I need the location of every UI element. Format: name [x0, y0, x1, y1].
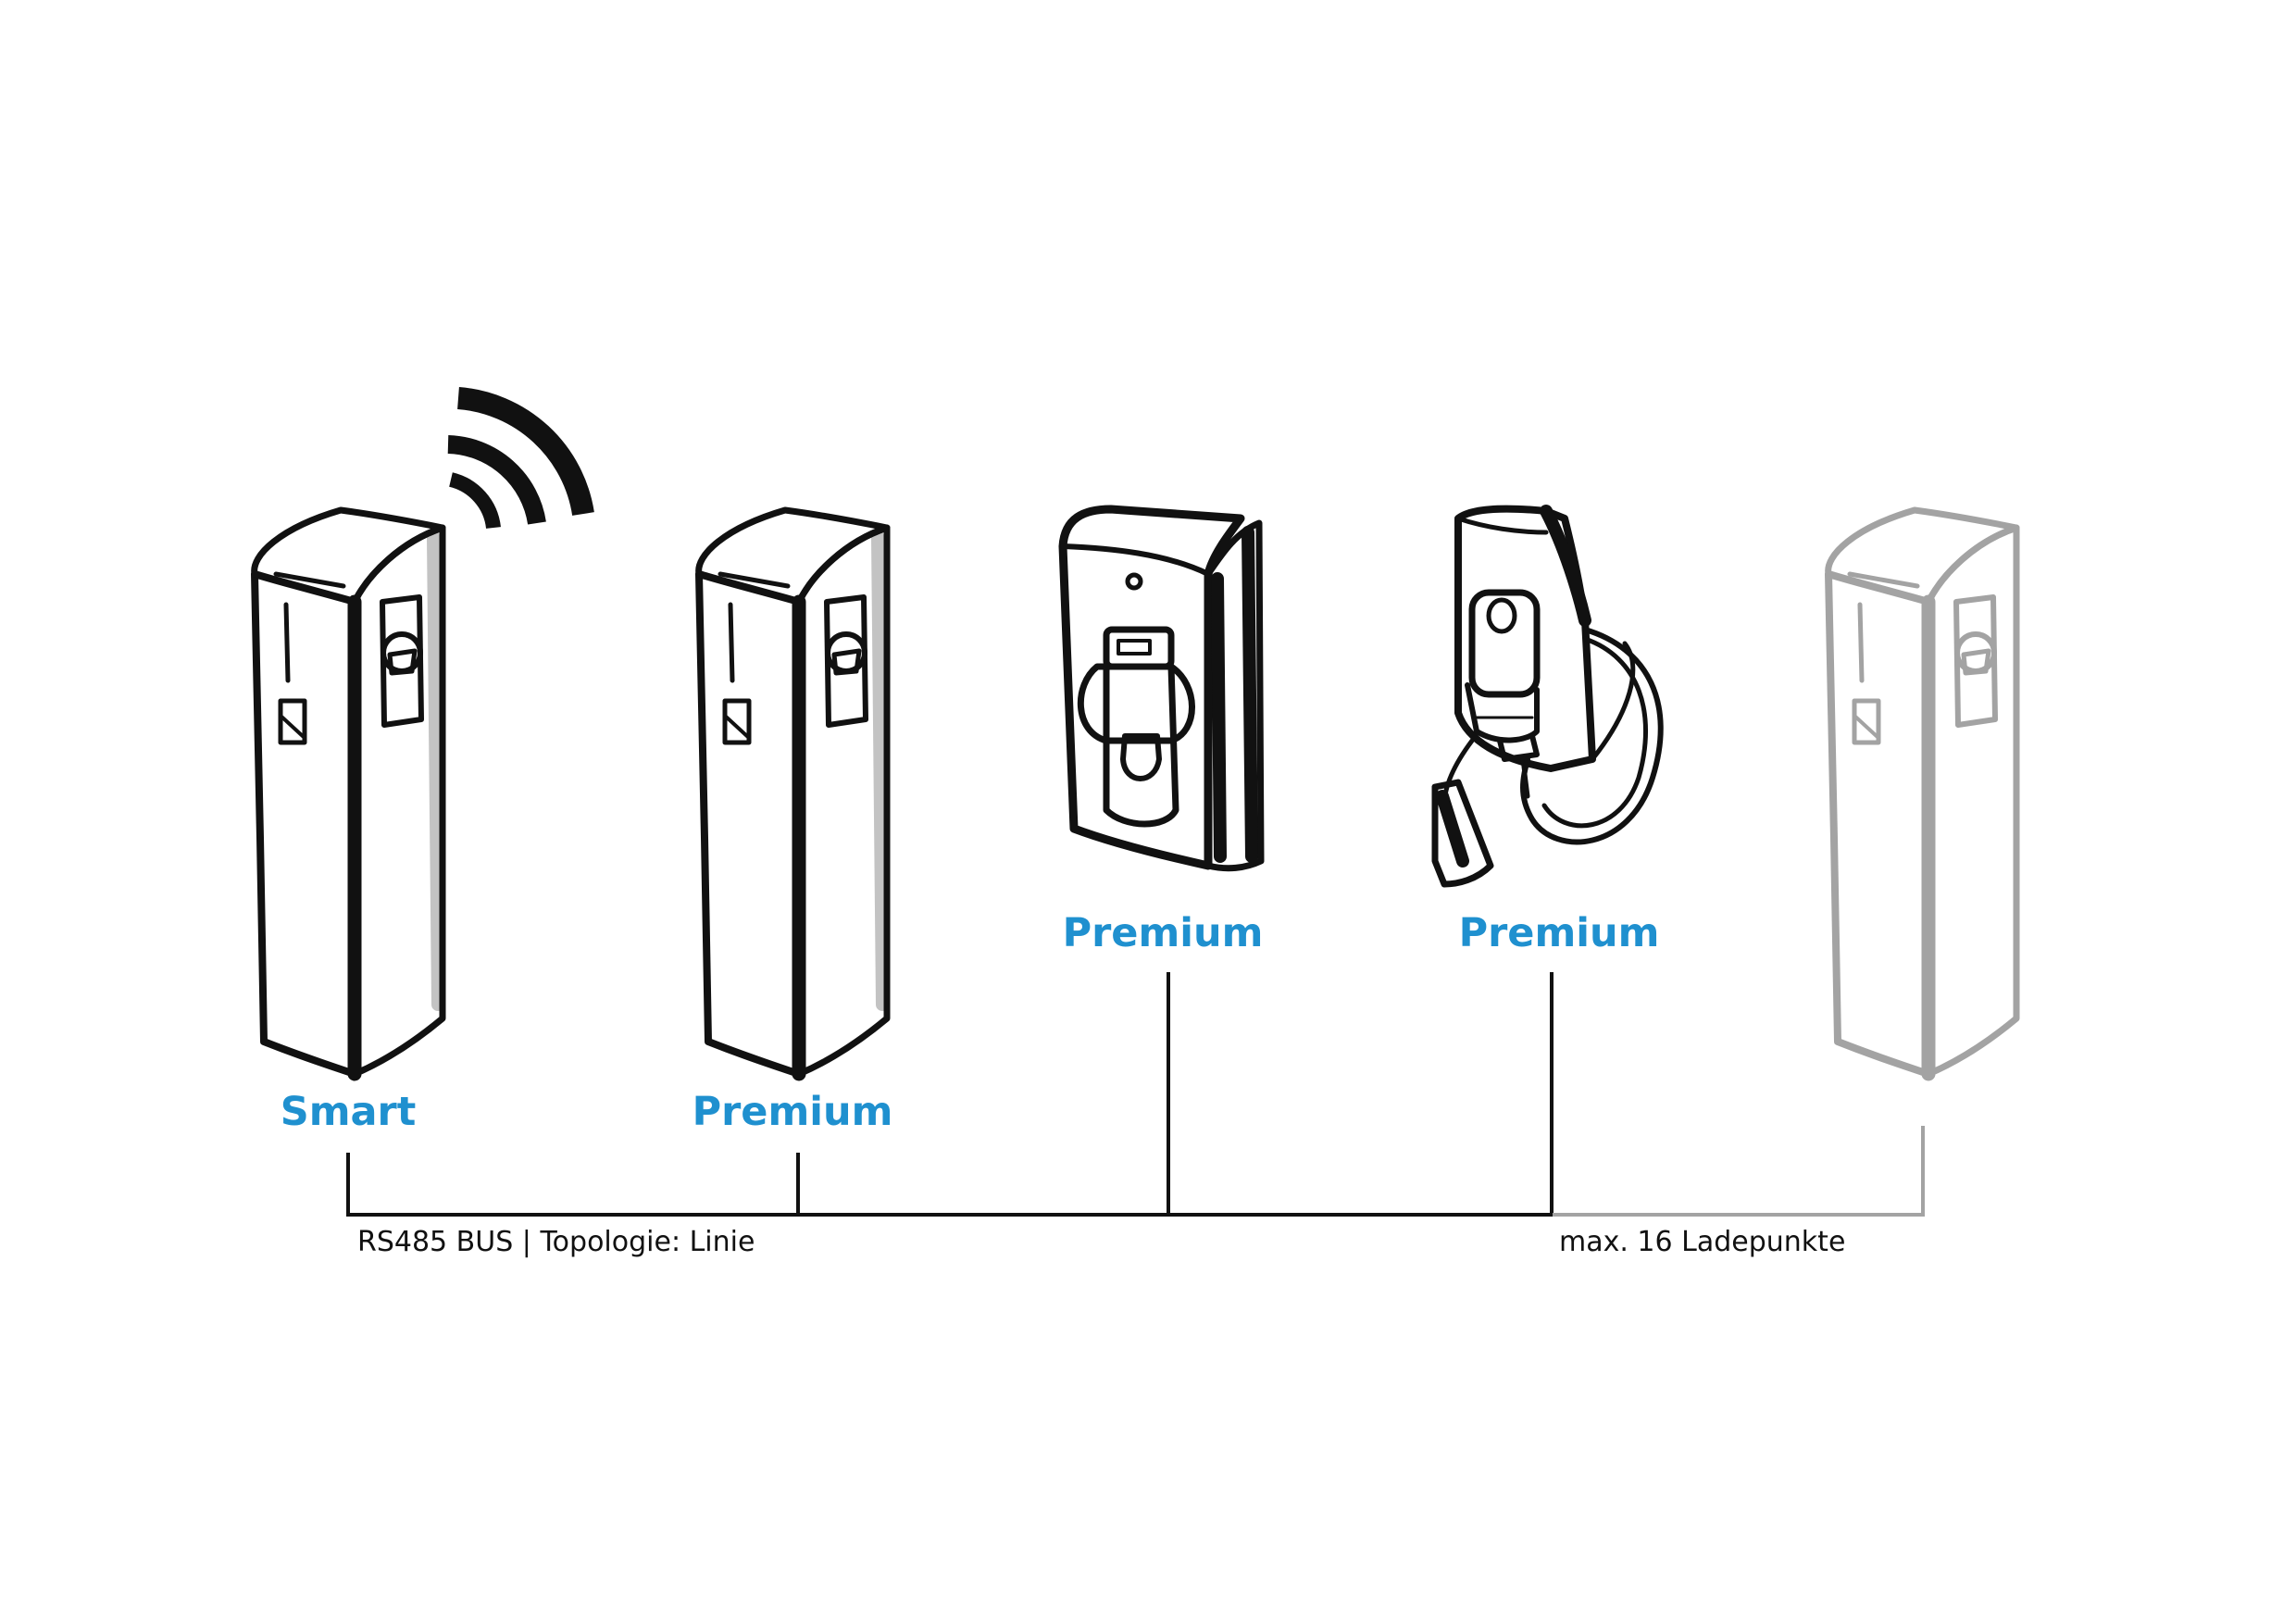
- wireless-signal-icon: [447, 387, 594, 530]
- station-label-premium: Premium: [692, 1089, 893, 1135]
- station-label-premium: Premium: [1062, 910, 1264, 956]
- wallbox-with-cable-premium: [1431, 505, 1664, 888]
- pillar-charger-smart: [251, 506, 446, 1081]
- station-label-smart: Smart: [280, 1089, 417, 1135]
- pillar-charger-premium: [695, 506, 891, 1081]
- rs485-bus: [346, 972, 1925, 1217]
- bus-caption: RS485 BUS | Topologie: Linie: [357, 1226, 755, 1258]
- max-charging-points-caption: max. 16 Ladepunkte: [1559, 1226, 1846, 1258]
- pillar-charger-ghost: [1825, 506, 2020, 1081]
- station-label-premium: Premium: [1458, 910, 1660, 956]
- wallbox-premium: [1058, 505, 1265, 872]
